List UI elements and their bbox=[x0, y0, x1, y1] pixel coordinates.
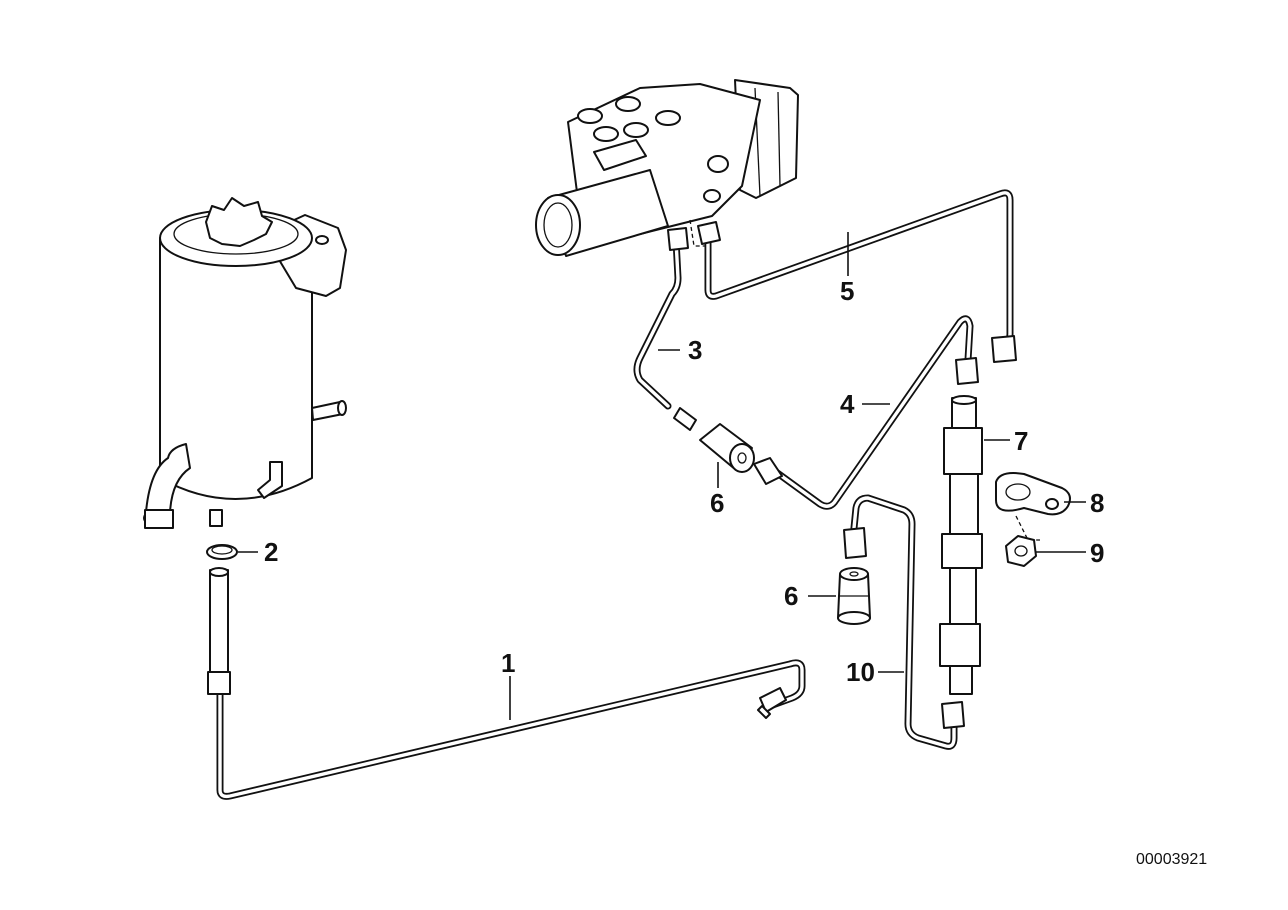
callout-4: 4 bbox=[840, 389, 855, 419]
brake-pipe-3-icon bbox=[633, 227, 697, 431]
hose-clamp-icon bbox=[206, 544, 238, 560]
brake-pipe-10-icon bbox=[843, 494, 965, 750]
flex-hose-icon bbox=[939, 395, 983, 695]
callout-8: 8 bbox=[1090, 488, 1104, 518]
callout-7: 7 bbox=[1014, 426, 1028, 456]
hex-nut-icon bbox=[1005, 535, 1037, 567]
pipe-bracket-icon bbox=[995, 472, 1071, 541]
reservoir-tank-icon bbox=[143, 197, 347, 529]
callout-6-lower: 6 bbox=[784, 581, 798, 611]
abs-hydraulic-unit-icon bbox=[535, 79, 799, 257]
diagram-reference-number: 00003921 bbox=[1136, 851, 1207, 868]
callout-6-upper: 6 bbox=[710, 488, 724, 518]
brake-pipe-5-icon bbox=[697, 189, 1017, 363]
pipe-connector-lower-icon bbox=[837, 567, 871, 625]
brake-pipe-1-icon bbox=[207, 567, 806, 800]
leader-lines bbox=[238, 232, 1086, 720]
callout-1: 1 bbox=[501, 648, 515, 678]
callout-10: 10 bbox=[846, 657, 875, 687]
brake-pipe-4-icon bbox=[753, 315, 979, 510]
callout-5: 5 bbox=[840, 276, 854, 306]
pipe-connector-upper-icon bbox=[699, 423, 755, 473]
callout-labels: 1 2 3 4 5 6 6 7 8 9 10 bbox=[264, 276, 1104, 687]
callout-2: 2 bbox=[264, 537, 278, 567]
callout-3: 3 bbox=[688, 335, 702, 365]
callout-9: 9 bbox=[1090, 538, 1104, 568]
